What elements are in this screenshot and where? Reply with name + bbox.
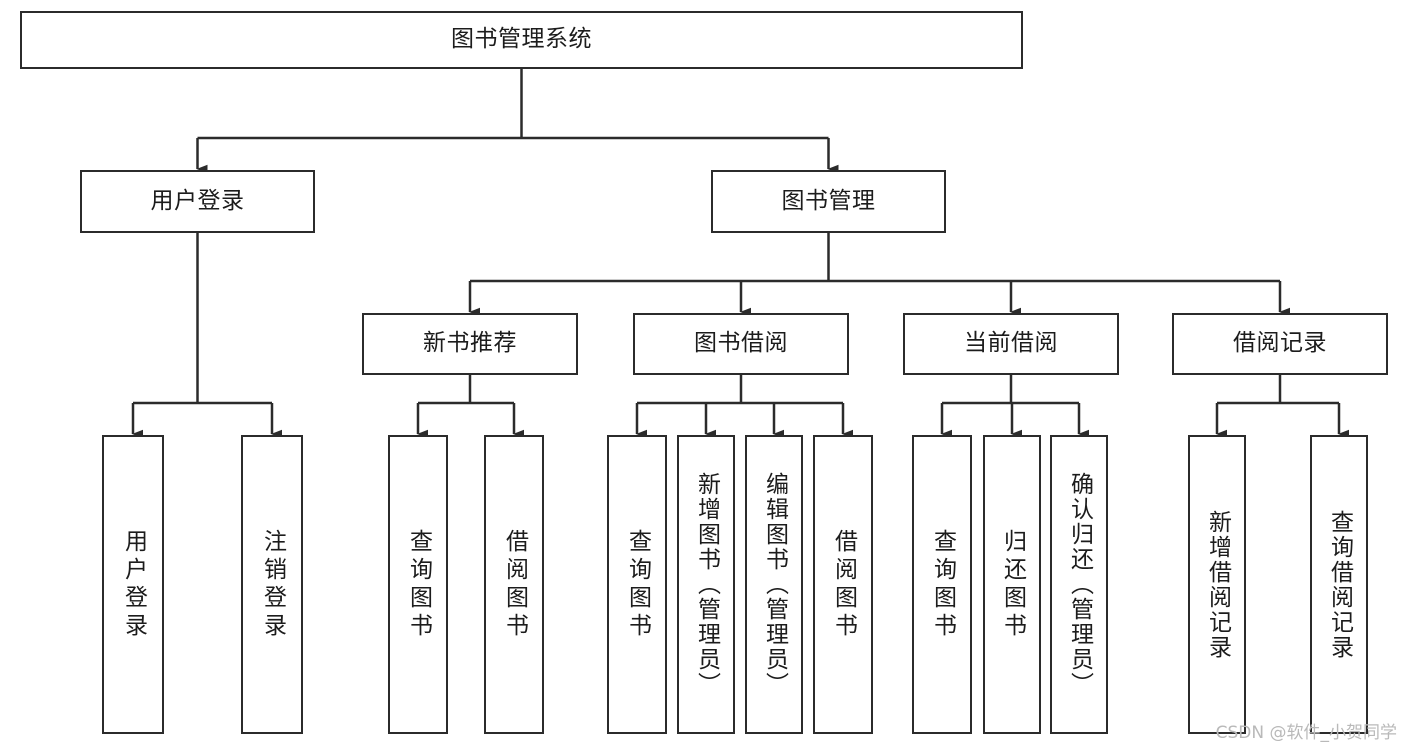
node-leaf-query-book-cur-label: 查询图书 (929, 528, 956, 641)
node-leaf-query-book-rec-label: 查询图书 (405, 528, 432, 641)
node-leaf-borrow-book-rec[interactable]: 借阅图书 (484, 435, 544, 734)
node-leaf-user-login[interactable]: 用户登录 (102, 435, 164, 734)
node-new-book-recommend-label: 新书推荐 (423, 330, 517, 357)
node-leaf-return-book[interactable]: 归还图书 (983, 435, 1041, 734)
node-leaf-add-record[interactable]: 新增借阅记录 (1188, 435, 1246, 734)
node-leaf-borrow-book-rec-label: 借阅图书 (501, 528, 528, 641)
node-leaf-edit-book-label: 编辑图书（管理员） (761, 472, 788, 697)
node-leaf-borrow-book-label: 借阅图书 (830, 528, 857, 641)
node-new-book-recommend[interactable]: 新书推荐 (362, 313, 578, 375)
node-leaf-query-record[interactable]: 查询借阅记录 (1310, 435, 1368, 734)
node-leaf-query-book-borrow-label: 查询图书 (624, 528, 651, 641)
node-leaf-edit-book[interactable]: 编辑图书（管理员） (745, 435, 803, 734)
node-user-login-label: 用户登录 (150, 187, 245, 214)
node-book-borrow-label: 图书借阅 (694, 330, 788, 357)
node-leaf-query-book-rec[interactable]: 查询图书 (388, 435, 448, 734)
node-leaf-query-record-label: 查询借阅记录 (1326, 509, 1353, 660)
node-current-borrow[interactable]: 当前借阅 (903, 313, 1119, 375)
node-leaf-logout[interactable]: 注销登录 (241, 435, 303, 734)
node-leaf-query-book-cur[interactable]: 查询图书 (912, 435, 972, 734)
node-book-manage[interactable]: 图书管理 (711, 170, 946, 233)
node-leaf-add-book-label: 新增图书（管理员） (693, 472, 720, 697)
node-leaf-confirm-return-label: 确认归还（管理员） (1066, 472, 1093, 697)
node-root-label: 图书管理系统 (451, 26, 592, 53)
node-borrow-record[interactable]: 借阅记录 (1172, 313, 1388, 375)
node-current-borrow-label: 当前借阅 (964, 330, 1058, 357)
node-user-login[interactable]: 用户登录 (80, 170, 315, 233)
node-root[interactable]: 图书管理系统 (20, 11, 1023, 69)
node-borrow-record-label: 借阅记录 (1233, 330, 1327, 357)
node-leaf-logout-label: 注销登录 (259, 528, 286, 641)
node-leaf-add-record-label: 新增借阅记录 (1204, 509, 1231, 660)
node-book-manage-label: 图书管理 (781, 187, 876, 214)
node-leaf-return-book-label: 归还图书 (999, 528, 1026, 641)
node-leaf-confirm-return[interactable]: 确认归还（管理员） (1050, 435, 1108, 734)
node-leaf-add-book[interactable]: 新增图书（管理员） (677, 435, 735, 734)
node-leaf-user-login-label: 用户登录 (120, 528, 147, 641)
node-leaf-query-book-borrow[interactable]: 查询图书 (607, 435, 667, 734)
edge-group (131, 69, 1349, 439)
node-leaf-borrow-book[interactable]: 借阅图书 (813, 435, 873, 734)
node-book-borrow[interactable]: 图书借阅 (633, 313, 849, 375)
